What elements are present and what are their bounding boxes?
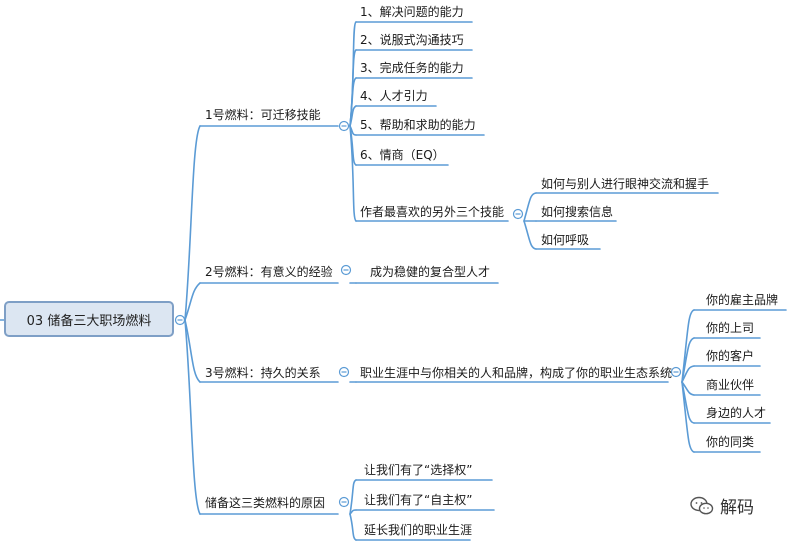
connector-root-fuel2: [184, 282, 201, 321]
root-topic[interactable]: 03 储备三大职场燃料: [4, 301, 174, 337]
reason-item[interactable]: 让我们有了“自主权”: [364, 493, 473, 507]
watermark: 解码: [690, 493, 754, 518]
branch-fuel2[interactable]: 2号燃料：有意义的经验: [205, 265, 333, 279]
fuel1-item[interactable]: 6、情商（EQ）: [360, 148, 445, 162]
connector-root-fuel3: [184, 319, 201, 383]
branch-fuel1[interactable]: 1号燃料：可迁移技能: [205, 108, 321, 122]
connector-root-reason: [184, 319, 201, 515]
connector-root-fuel1: [184, 125, 201, 321]
reason-item[interactable]: 延长我们的职业生涯: [364, 523, 473, 537]
fuel1-item[interactable]: 1、解决问题的能力: [360, 5, 464, 19]
fuel3-sub-item[interactable]: 你的雇主品牌: [706, 293, 779, 307]
wechat-icon: [690, 496, 714, 514]
reason-item[interactable]: 让我们有了“选择权”: [364, 463, 473, 477]
fuel1-item[interactable]: 3、完成任务的能力: [360, 61, 464, 75]
branch-fuel3[interactable]: 3号燃料：持久的关系: [205, 366, 321, 380]
fuel1-extra-item[interactable]: 如何搜索信息: [541, 205, 614, 219]
fuel2-item[interactable]: 成为稳健的复合型人才: [370, 265, 491, 279]
fuel3-sub-label[interactable]: 职业生涯中与你相关的人和品牌，构成了你的职业生态系统: [360, 366, 673, 380]
root-topic-label: 03 储备三大职场燃料: [26, 313, 152, 329]
fuel1-item[interactable]: 5、帮助和求助的能力: [360, 118, 476, 132]
fuel1-extra-label[interactable]: 作者最喜欢的另外三个技能: [360, 205, 505, 219]
fuel3-sub-item[interactable]: 商业伙伴: [706, 378, 755, 392]
fuel1-extra-item[interactable]: 如何与别人进行眼神交流和握手: [541, 177, 710, 191]
fuel3-sub-item[interactable]: 你的客户: [706, 349, 755, 363]
fuel3-sub-item[interactable]: 身边的人才: [706, 406, 767, 420]
watermark-text: 解码: [720, 498, 754, 518]
fuel3-sub-item[interactable]: 你的上司: [706, 321, 755, 335]
fuel3-sub-item[interactable]: 你的同类: [706, 435, 755, 449]
fuel1-extra-item[interactable]: 如何呼吸: [541, 233, 590, 247]
fuel1-item[interactable]: 2、说服式沟通技巧: [360, 33, 464, 47]
branch-reason[interactable]: 储备这三类燃料的原因: [205, 496, 326, 510]
fuel1-item[interactable]: 4、人才引力: [360, 89, 428, 103]
